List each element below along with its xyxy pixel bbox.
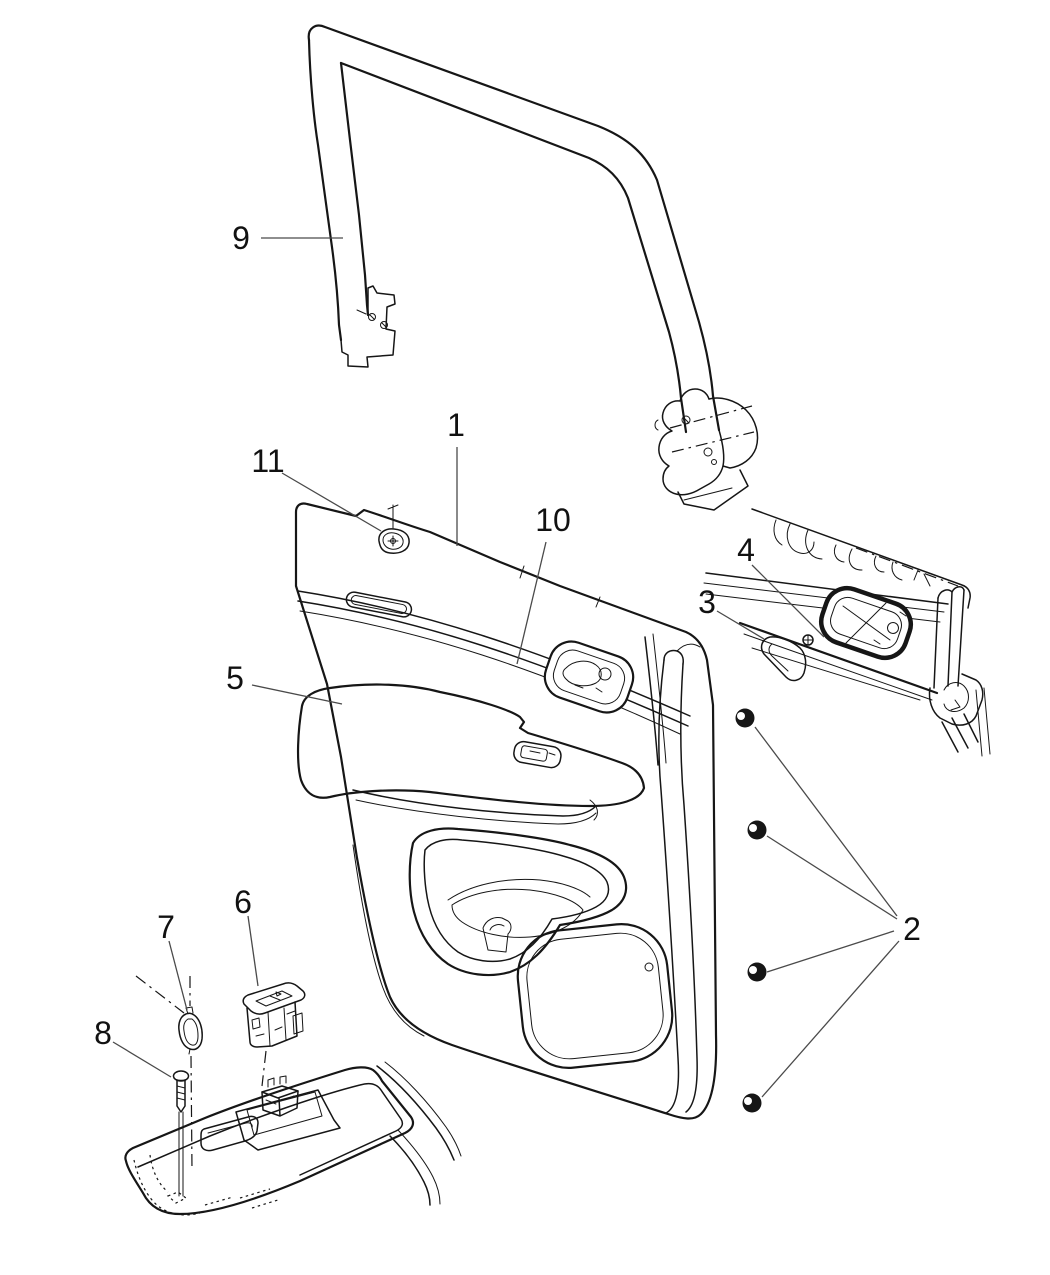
panel-outline (294, 502, 718, 1120)
leader-2d (761, 940, 900, 1098)
sketch-hatching (773, 519, 931, 587)
leader-8 (112, 1041, 172, 1078)
map-pocket (408, 827, 628, 977)
frame-left-leg-outer (307, 38, 343, 342)
callout-2[interactable]: 2 (903, 911, 921, 947)
callout-3[interactable]: 3 (698, 584, 716, 620)
gasket-7 (135, 975, 203, 1171)
push-pin-3 (747, 962, 767, 982)
push-pin-2 (747, 820, 767, 840)
bezel-switch-opening (235, 1089, 341, 1151)
frame-outer-edge (307, 24, 721, 432)
detail-top-edge (751, 508, 971, 609)
callout-labels: 9 1 11 10 4 3 5 2 6 7 8 (94, 220, 921, 1051)
push-pin-1 (735, 708, 755, 728)
lock-knob-bezel-11 (378, 504, 410, 554)
leader-4 (751, 564, 825, 638)
callout-6[interactable]: 6 (234, 884, 252, 920)
speaker-screw (644, 962, 654, 972)
push-pins-drawing (735, 708, 767, 1113)
leader-3 (716, 610, 765, 640)
screw-8 (172, 1070, 190, 1197)
panel-inner-contour (352, 844, 425, 1037)
bezel-pull-cup (200, 1115, 259, 1152)
frame-inner-edge (339, 61, 688, 434)
detail-bezel-screw (802, 634, 814, 646)
trim-cap-3 (760, 636, 807, 682)
detail-end-column (928, 586, 991, 757)
leader-5 (251, 684, 343, 705)
frame-bracket-screws (356, 309, 388, 329)
frame-left-leg-inner (339, 61, 370, 317)
leader-2c (766, 930, 895, 973)
armrest-switch-bezel-drawing (124, 1061, 462, 1216)
bezel-outline (124, 1066, 415, 1216)
detail-handle-bezel (818, 585, 914, 661)
leader-lines (112, 237, 900, 1098)
push-pin-4 (742, 1093, 762, 1113)
callout-4[interactable]: 4 (737, 532, 755, 568)
panel-top-edge-ticks (519, 565, 601, 608)
callout-11[interactable]: 11 (251, 443, 284, 479)
frame-lower-bracket (340, 285, 396, 368)
window-frame-molding-drawing (307, 24, 759, 511)
window-switch-cutout (513, 740, 562, 769)
assist-recess-slot (345, 591, 413, 618)
armrest-5 (296, 683, 646, 825)
beltline-corner-detail-drawing (703, 508, 991, 757)
leader-11 (281, 472, 382, 532)
leader-6 (247, 915, 259, 987)
speaker-grille (516, 922, 674, 1070)
bezel-hidden-lines (133, 1154, 279, 1216)
window-switch-6 (242, 982, 306, 1087)
switch-assembly-drawing (135, 975, 306, 1197)
callout-8[interactable]: 8 (94, 1015, 112, 1051)
armrest-lower-trim (352, 789, 598, 825)
bezel-connector (261, 1075, 299, 1117)
leader-10 (516, 541, 547, 665)
frame-rear-bracket (654, 388, 759, 511)
bezel-step-line (137, 1082, 404, 1176)
panel-ghost-curves (376, 1061, 462, 1206)
callout-9[interactable]: 9 (232, 220, 250, 256)
door-handle-bezel (543, 640, 635, 714)
leader-2a (754, 726, 898, 917)
callout-1[interactable]: 1 (447, 407, 465, 443)
rear-edge-strips (644, 633, 701, 1114)
callout-7[interactable]: 7 (157, 909, 175, 945)
callout-10[interactable]: 10 (535, 502, 571, 538)
callout-5[interactable]: 5 (226, 660, 244, 696)
leader-2b (766, 835, 898, 920)
door-trim-panel-drawing (294, 502, 718, 1120)
leader-7 (168, 940, 188, 1011)
